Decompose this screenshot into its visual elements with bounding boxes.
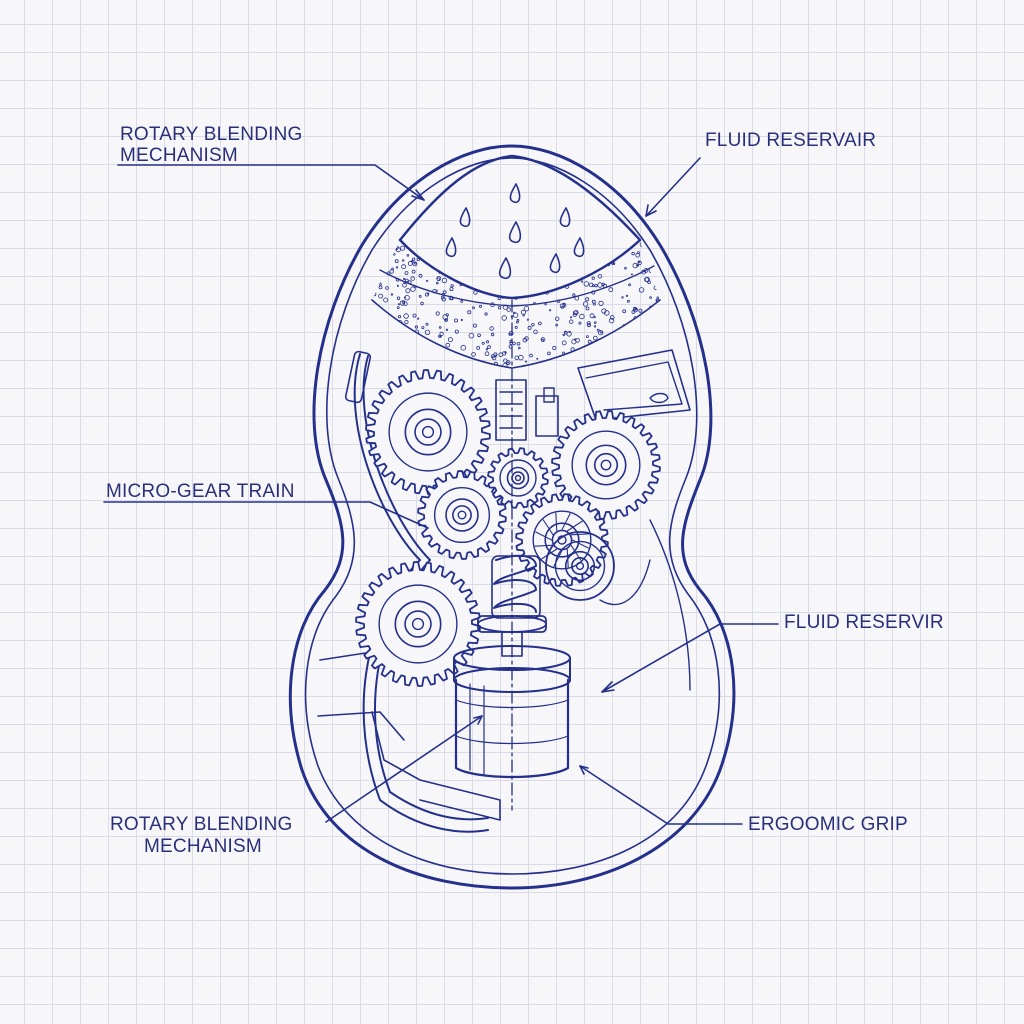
label-rotary-blending-bottom-line1: ROTARY BLENDING	[110, 814, 293, 835]
label-ergoomic-grip: ERGOOMIC GRIP	[748, 814, 908, 835]
gear-large-lower-left	[355, 561, 481, 687]
worm-gear	[477, 554, 547, 657]
gear-center-small	[487, 447, 549, 509]
fluid-droplets	[445, 183, 585, 280]
label-rotary-blending-top-line2: MECHANISM	[120, 145, 238, 166]
label-rotary-blending-bottom-line2: MECHANISM	[144, 836, 262, 857]
leader-lines	[103, 157, 779, 825]
gear-middle-left	[417, 470, 507, 560]
gear-disc	[545, 531, 615, 601]
label-rotary-blending-top-line1: ROTARY BLENDING	[120, 124, 303, 145]
gear-right	[551, 410, 661, 520]
label-fluid-reservir: FLUID RESERVIR	[784, 612, 944, 633]
micro-gear-train	[355, 369, 661, 687]
side-panel-right	[577, 349, 691, 691]
label-fluid-reservair: FLUID RESERVAIR	[705, 130, 876, 151]
gear-lower-right	[515, 493, 609, 587]
fluid-reservoir-cap	[371, 154, 661, 369]
callout-labels: ROTARY BLENDING MECHANISM FLUID RESERVAI…	[106, 124, 944, 857]
label-micro-gear-train: MICRO-GEAR TRAIN	[106, 481, 295, 502]
device-outer-shell	[288, 144, 736, 890]
central-drive-shaft	[495, 299, 559, 811]
electric-motor	[453, 645, 571, 779]
